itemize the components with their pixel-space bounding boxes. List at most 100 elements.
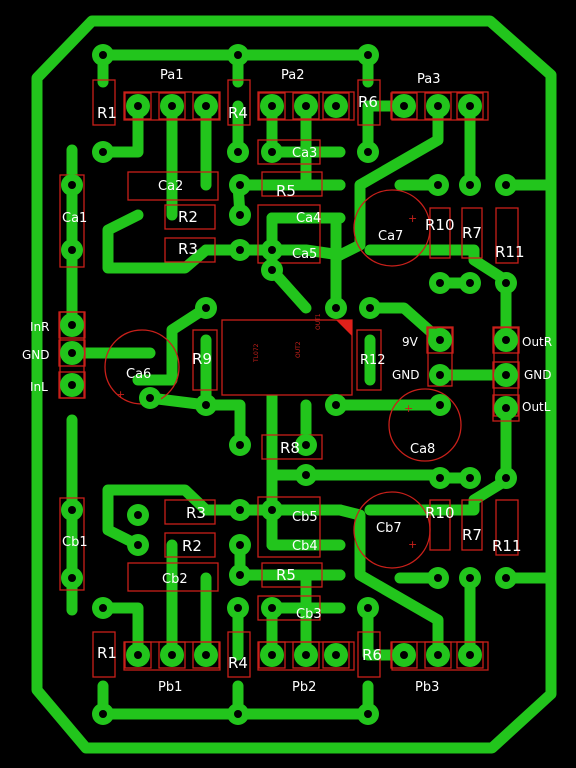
label-gnd-out: GND <box>524 368 552 382</box>
solder-pad <box>332 304 340 312</box>
solder-pad <box>99 51 107 59</box>
label-pa3: Pa3 <box>417 72 441 87</box>
pad-outline <box>124 641 152 669</box>
label-r1-top: R1 <box>97 104 117 122</box>
solder-pad <box>236 571 244 579</box>
label-ca8: Ca8 <box>410 442 435 457</box>
label-r10-top: R10 <box>425 216 455 234</box>
traces-top <box>66 49 557 481</box>
label-cb3: Cb3 <box>296 607 322 622</box>
svg-text:+: + <box>408 212 417 225</box>
solder-pad <box>236 181 244 189</box>
solder-pad <box>434 102 442 110</box>
label-r3-top: R3 <box>178 240 198 258</box>
label-r8: R8 <box>280 439 300 457</box>
label-r5-top: R5 <box>276 182 296 200</box>
solder-pad <box>434 574 442 582</box>
pad-outline <box>192 92 220 120</box>
solder-pad <box>68 349 76 357</box>
pad-outline <box>124 92 152 120</box>
solder-pad <box>234 148 242 156</box>
svg-text:OUT2: OUT2 <box>295 341 302 358</box>
svg-text:+: + <box>408 538 417 551</box>
pad-outline <box>492 394 520 422</box>
solder-pad <box>234 51 242 59</box>
label-pb1: Pb1 <box>158 680 182 695</box>
solder-pad <box>302 471 310 479</box>
solder-pad <box>466 102 474 110</box>
solder-pad <box>332 401 340 409</box>
polarity-marks: + + + + <box>116 212 417 551</box>
solder-pad <box>268 651 276 659</box>
label-r1-bottom: R1 <box>97 644 117 662</box>
label-pb3: Pb3 <box>415 680 439 695</box>
label-r9: R9 <box>192 350 212 368</box>
solder-pad <box>99 710 107 718</box>
label-ca1: Ca1 <box>62 211 87 226</box>
pads <box>58 44 520 725</box>
solder-pad <box>268 506 276 514</box>
solder-pad <box>234 604 242 612</box>
svg-text:OUT1: OUT1 <box>315 313 322 330</box>
label-r3-bottom: R3 <box>186 504 206 522</box>
label-r6-top: R6 <box>358 93 378 111</box>
label-9v: 9V <box>402 335 419 349</box>
solder-pad <box>134 511 142 519</box>
solder-pad <box>268 148 276 156</box>
solder-pad <box>99 604 107 612</box>
pad-outline <box>390 641 418 669</box>
label-r5-bottom: R5 <box>276 566 296 584</box>
pad-outline <box>424 92 452 120</box>
label-gnd-in: GND <box>22 348 50 362</box>
solder-pad <box>268 604 276 612</box>
solder-pad <box>502 574 510 582</box>
svg-text:TL072: TL072 <box>253 343 260 363</box>
solder-pad <box>436 474 444 482</box>
solder-pad <box>99 148 107 156</box>
label-r4-bottom: R4 <box>228 654 248 672</box>
solder-pad <box>436 336 444 344</box>
label-cb7: Cb7 <box>376 521 402 536</box>
label-ca3: Ca3 <box>292 146 317 161</box>
solder-pad <box>134 102 142 110</box>
solder-pad <box>332 651 340 659</box>
solder-pad <box>502 474 510 482</box>
solder-pad <box>364 710 372 718</box>
solder-pad <box>134 651 142 659</box>
label-in-r: InR <box>30 320 49 334</box>
label-ca7: Ca7 <box>378 229 403 244</box>
ground-ring-trace <box>31 15 557 754</box>
label-cb4: Cb4 <box>292 539 318 554</box>
solder-pad <box>466 474 474 482</box>
solder-pad <box>364 148 372 156</box>
solder-pad <box>146 394 154 402</box>
label-r6-bottom: R6 <box>362 646 382 664</box>
solder-pad <box>268 266 276 274</box>
solder-pad <box>168 651 176 659</box>
solder-pad <box>502 371 510 379</box>
solder-pad <box>68 181 76 189</box>
solder-pad <box>202 102 210 110</box>
label-cb2: Cb2 <box>162 572 188 587</box>
pad-outline <box>258 92 286 120</box>
solder-pad <box>466 651 474 659</box>
solder-pad <box>436 401 444 409</box>
solder-pad <box>466 279 474 287</box>
solder-pad <box>302 651 310 659</box>
pad-outline <box>322 92 350 120</box>
solder-pad <box>168 102 176 110</box>
svg-text:+: + <box>404 402 413 415</box>
solder-pad <box>400 651 408 659</box>
solder-pad <box>202 401 210 409</box>
pad-outline <box>58 371 86 399</box>
solder-pad <box>436 371 444 379</box>
label-cb1: Cb1 <box>62 535 88 550</box>
solder-pad <box>202 304 210 312</box>
solder-pad <box>434 181 442 189</box>
solder-pad <box>364 604 372 612</box>
solder-pad <box>502 404 510 412</box>
pad-outline <box>456 641 484 669</box>
solder-pad <box>268 102 276 110</box>
solder-pad <box>302 102 310 110</box>
